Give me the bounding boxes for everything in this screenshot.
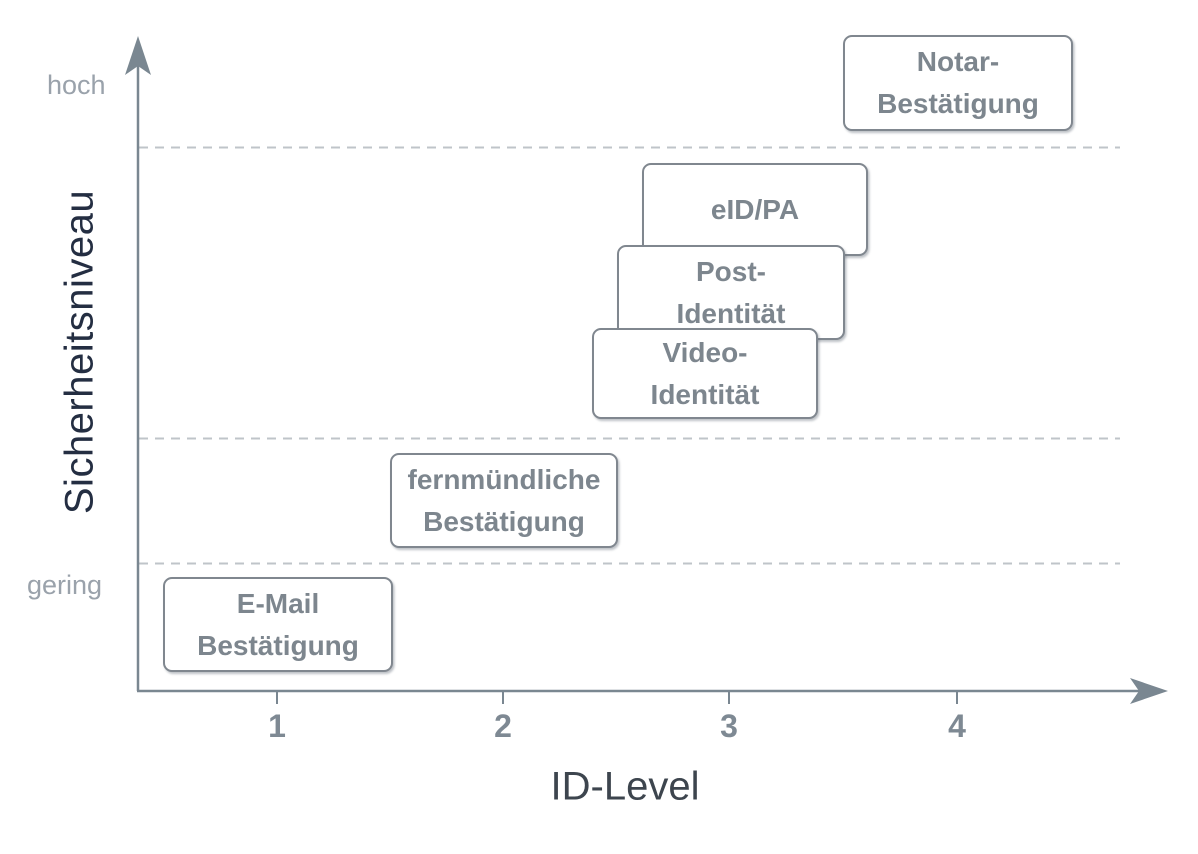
method-box-fernmuendliche-bestaetigung: fernmündliche Bestätigung [390,453,618,548]
y-axis-title: Sicherheitsniveau [57,189,102,515]
method-box-label: fernmündliche Bestätigung [407,463,601,537]
method-box-eid-pa: eID/PA [642,163,868,256]
y-endpoint-label-high: hoch [47,70,106,100]
x-tick-label-2: 2 [494,708,512,744]
x-tick-label-4: 4 [948,708,966,744]
y-endpoint-label-low: gering [27,570,103,600]
method-box-post-identitaet: Post- Identität [617,245,845,340]
method-box-label: eID/PA [710,193,800,225]
y-axis-arrowhead-icon [125,36,151,75]
method-box-label: Notar- Bestätigung [877,46,1039,119]
x-axis-title: ID-Level [550,764,700,809]
method-box-notar-bestaetigung: Notar- Bestätigung [843,35,1073,131]
method-box-label: E-Mail Bestätigung [197,587,359,661]
x-tick-label-1: 1 [268,708,286,744]
method-box-label: Post- Identität [676,255,786,329]
x-axis-arrowhead-icon [1130,678,1168,704]
method-box-email-bestaetigung: E-Mail Bestätigung [163,577,393,672]
method-box-label: Video- Identität [650,336,760,410]
x-tick-label-3: 3 [720,708,738,744]
method-box-video-identitaet: Video- Identität [592,328,818,419]
